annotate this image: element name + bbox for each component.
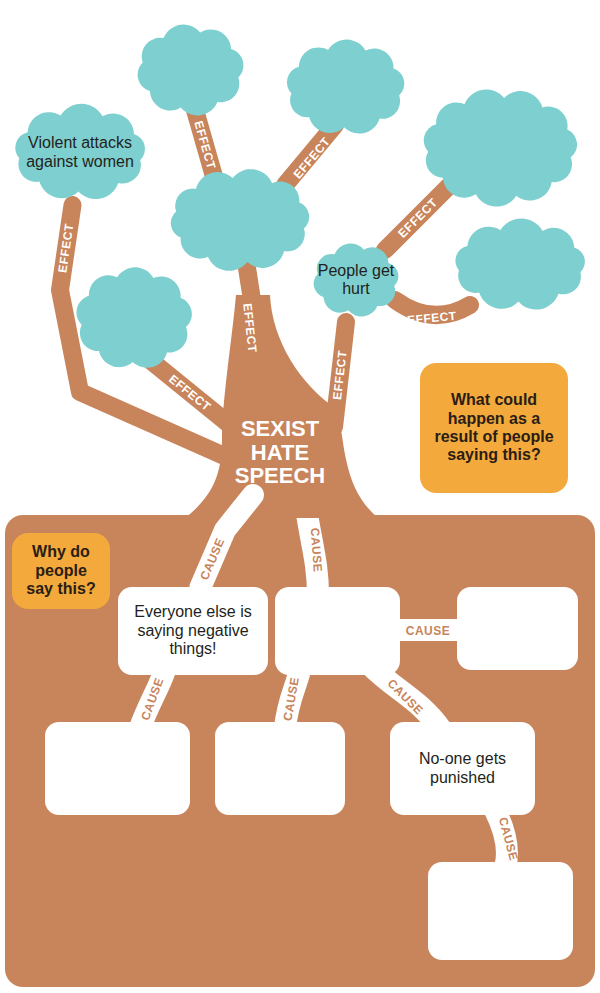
branch <box>285 125 335 185</box>
empty-cause-box <box>428 862 573 960</box>
node-text: What could happen as a result of people … <box>430 391 558 465</box>
tree-crown: People get hurt <box>306 238 406 322</box>
node-text: SEXIST HATE SPEECH <box>228 417 332 488</box>
empty-cause-box <box>275 587 400 675</box>
effect-label: EFFECT <box>396 196 440 240</box>
branch <box>385 185 450 250</box>
cause-box: Everyone else is saying negative things! <box>118 587 268 675</box>
text-stack: SEXIST HATE SPEECH <box>228 417 332 488</box>
cause-label: CAUSE <box>308 527 323 572</box>
tree-crown <box>424 89 577 206</box>
effect-label: EFFECT <box>167 373 213 414</box>
node-text: No-one gets punished <box>400 750 525 787</box>
tree-crown <box>287 40 404 134</box>
empty-boxes <box>45 587 578 960</box>
root <box>395 619 462 641</box>
text-stack: Violent attacks against women <box>22 134 139 171</box>
branch <box>150 360 230 425</box>
crowns <box>76 25 584 368</box>
node-text: Violent attacks against women <box>22 134 139 171</box>
text-stack: People get hurt <box>317 262 395 299</box>
ground-panel <box>5 515 595 987</box>
cause-box: No-one gets punished <box>390 722 535 815</box>
empty-cause-box <box>45 722 190 815</box>
question-callout: What could happen as a result of people … <box>420 363 568 493</box>
tree-crown <box>138 25 244 116</box>
effect-label: EFFECT <box>407 310 458 326</box>
trunk-title: SEXIST HATE SPEECH <box>226 410 334 495</box>
node-text: Why do people say this? <box>22 543 100 598</box>
tree-crown <box>455 219 584 310</box>
tree-crown: Violent attacks against women <box>5 100 155 205</box>
crown-outline <box>15 104 145 199</box>
empty-cause-box <box>215 722 345 815</box>
question-callout: Why do people say this? <box>12 533 110 608</box>
text-stack: What could happen as a result of people … <box>430 391 558 465</box>
effect-label: EFFECT <box>57 222 76 273</box>
empty-cause-box <box>457 587 578 670</box>
cause-label: CAUSE <box>406 625 451 637</box>
text-stack: Everyone else is saying negative things! <box>128 603 258 658</box>
crown-outline <box>314 243 399 316</box>
node-text: People get hurt <box>317 262 395 299</box>
text-stack: Why do people say this? <box>22 543 100 598</box>
tree-crown <box>76 267 191 367</box>
tree-crown <box>171 169 309 271</box>
branch-connector <box>60 205 226 457</box>
node-text: Everyone else is saying negative things! <box>128 603 258 658</box>
text-stack: No-one gets punished <box>400 750 525 787</box>
